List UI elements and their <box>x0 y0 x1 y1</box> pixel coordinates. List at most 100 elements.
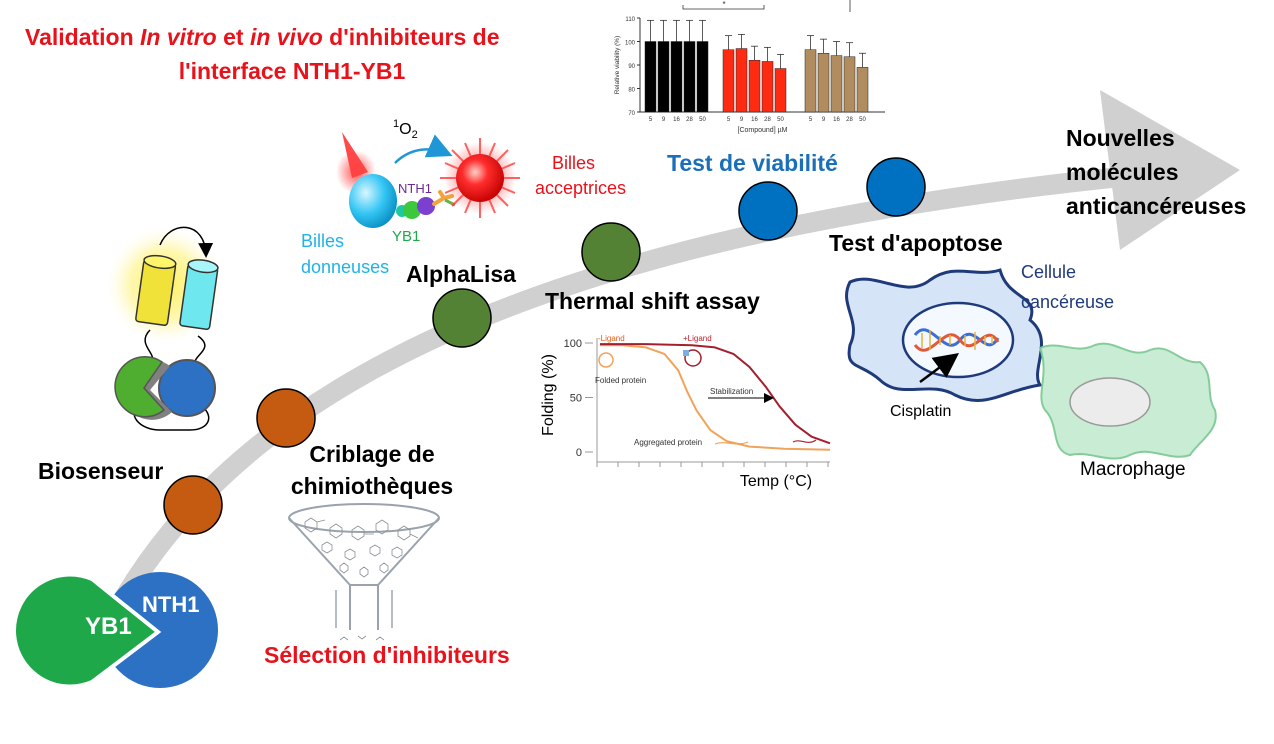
label-acceptrices-2: acceptrices <box>535 178 626 198</box>
yb1-pacman <box>12 572 162 689</box>
thermal-y-label: Folding (%) <box>540 354 557 436</box>
viability-x-tick-label: 5 <box>727 117 731 123</box>
step-dot-6 <box>866 157 926 217</box>
thermal-annotation-aggregated: Aggregated protein <box>634 438 702 447</box>
viability-y-tick-label: 100 <box>625 41 636 47</box>
thermal-annotation-folded: Folded protein <box>595 376 646 385</box>
thermal-series-label: +Ligand <box>683 334 712 343</box>
label-result-1: Nouvelles <box>1066 125 1175 151</box>
donor-bead <box>336 132 397 228</box>
label-cell-2: cancéreuse <box>1021 292 1114 312</box>
singlet-oxygen-letter: O <box>399 121 411 138</box>
label-donneuses-1: Billes <box>301 231 344 251</box>
viability-bar <box>644 41 657 113</box>
viability-x-tick-label: 28 <box>686 117 693 123</box>
label-biosenseur: Biosenseur <box>38 458 163 484</box>
cisplatin-arrow <box>919 353 960 384</box>
apoptosis-illustration <box>845 268 1217 460</box>
ligand-sketch <box>683 350 689 356</box>
title-word-1: Validation <box>25 24 140 50</box>
viability-x-tick-label: 16 <box>833 117 840 123</box>
viability-bar <box>683 41 696 113</box>
thermal-y-tick-label: 0 <box>576 447 582 459</box>
label-apoptose: Test d'apoptose <box>829 230 1003 256</box>
singlet-oxygen-arrow <box>394 134 453 164</box>
viability-y-label: Relative viability (%) <box>614 36 621 95</box>
viability-bar <box>657 41 670 113</box>
label-cisplatin: Cisplatin <box>890 403 951 420</box>
nth1-yb1-complex: YB1 NTH1 <box>12 572 218 689</box>
viability-x-tick-label: 28 <box>846 117 853 123</box>
viability-significance-bracket <box>682 5 765 10</box>
title-word-4: in vivo <box>250 24 323 50</box>
viability-y-tick-label: 90 <box>628 64 635 70</box>
viability-bar <box>830 55 843 113</box>
viability-x-tick-label: 28 <box>764 117 771 123</box>
viability-x-tick-label: 50 <box>777 117 784 123</box>
viability-x-tick-label: 50 <box>699 117 706 123</box>
step-dot-5 <box>738 181 798 241</box>
thermal-series-line <box>600 343 831 445</box>
title-word-5: d'inhibiteurs de <box>323 24 500 50</box>
thermal-series-label: -Ligand <box>598 334 625 343</box>
step-dot-4 <box>581 222 641 282</box>
workflow-arrowhead <box>1100 90 1240 250</box>
singlet-oxygen-label: 1O2 <box>393 118 418 141</box>
viability-bar <box>670 41 683 113</box>
step-dots <box>163 157 926 535</box>
viability-y-tick-label: 110 <box>625 17 635 23</box>
viability-bar <box>804 49 817 113</box>
label-criblage-1: Criblage de <box>309 441 434 467</box>
label-alpha-nth1: NTH1 <box>398 181 432 196</box>
singlet-oxygen-superscript: 1 <box>393 118 399 130</box>
viability-bar <box>774 68 787 113</box>
viability-bar <box>856 67 869 113</box>
viability-bar <box>696 41 709 113</box>
viability-x-tick-label: 16 <box>673 117 680 123</box>
step-dot-3 <box>432 288 492 348</box>
viability-bar <box>843 56 856 113</box>
label-cell-1: Cellule <box>1021 262 1076 282</box>
title-word-3: et <box>217 24 250 50</box>
nth1-blob <box>102 572 218 688</box>
viability-bar <box>761 61 774 113</box>
singlet-oxygen-subscript: 2 <box>412 129 418 141</box>
viability-x-tick-label: 9 <box>740 117 744 123</box>
viability-y-tick-label: 70 <box>628 111 635 117</box>
thermal-series-line <box>600 344 831 451</box>
viability-x-tick-label: 9 <box>822 117 826 123</box>
viability-bar <box>748 60 761 113</box>
label-viabilite: Test de viabilité <box>667 150 838 176</box>
label-alphalisa: AlphaLisa <box>406 261 516 287</box>
label-criblage-2: chimiothèques <box>291 473 453 499</box>
label-donneuses-2: donneuses <box>301 257 389 277</box>
aggregated-squiggle-2 <box>792 439 817 443</box>
biosensor-nth1 <box>158 359 216 417</box>
viability-bar <box>735 48 748 113</box>
label-thermal: Thermal shift assay <box>545 288 760 314</box>
label-alpha-yb1: YB1 <box>392 228 420 245</box>
viability-bar <box>817 53 830 113</box>
viability-x-tick-label: 5 <box>649 117 653 123</box>
yb1-label: YB1 <box>85 613 132 640</box>
viability-y-tick-label: 80 <box>628 88 635 94</box>
folded-protein-sketch <box>598 352 614 368</box>
alphalisa-illustration <box>336 132 520 228</box>
viability-bar <box>722 49 735 113</box>
label-result-2: molécules <box>1066 159 1179 185</box>
thermal-y-tick-label: 100 <box>564 338 582 350</box>
labels: Validation In vitro et in vivo d'inhibit… <box>25 24 1246 668</box>
label-result-3: anticancéreuses <box>1066 193 1246 219</box>
dna-helix <box>913 328 1000 352</box>
acceptor-bead <box>440 138 520 218</box>
thermal-y-tick-label: 50 <box>570 393 582 405</box>
viability-x-tick-label: 50 <box>859 117 866 123</box>
label-macrophage: Macrophage <box>1080 459 1186 480</box>
funnel-icon <box>288 503 440 641</box>
biosensor-yb1 <box>114 356 166 418</box>
title-line-2: l'interface NTH1-YB1 <box>179 58 406 84</box>
title-line-1: Validation In vitro et in vivo d'inhibit… <box>25 24 500 50</box>
label-selection: Sélection d'inhibiteurs <box>264 642 510 668</box>
thermal-x-label: Temp (°C) <box>740 473 812 490</box>
